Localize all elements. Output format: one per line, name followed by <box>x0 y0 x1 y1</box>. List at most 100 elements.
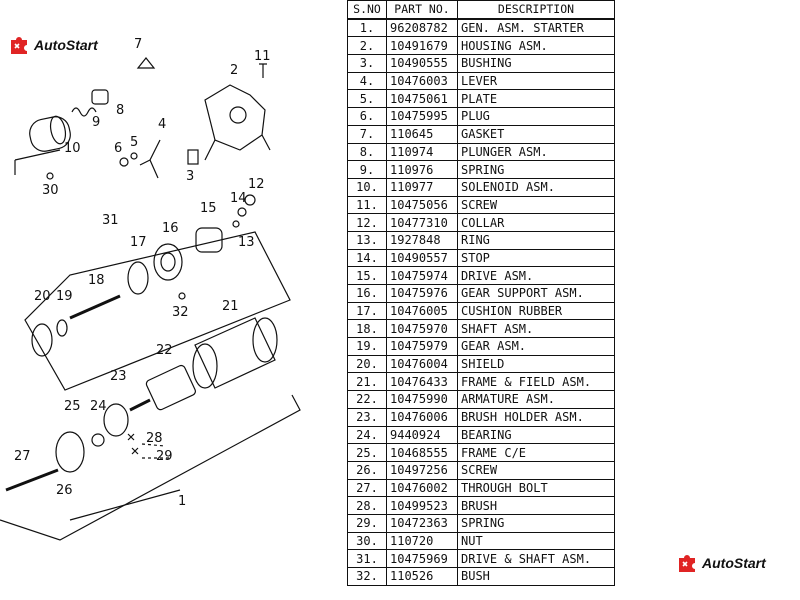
cell-description: STOP <box>457 248 615 268</box>
cell-part-no: 10490557 <box>386 248 458 268</box>
cell-part-no: 110720 <box>386 531 458 551</box>
cell-part-no: 10472363 <box>386 513 458 533</box>
brand-name: AutoStart <box>34 37 98 53</box>
cell-description: BRUSH <box>457 496 615 515</box>
callout-21: 21 <box>222 299 239 314</box>
callout-6: 6 <box>114 141 122 156</box>
table-header-row: S.NO PART NO. DESCRIPTION <box>347 0 615 20</box>
cell-sno: 6. <box>347 107 387 126</box>
cell-description: SCREW <box>457 460 615 480</box>
callout-30: 30 <box>42 183 59 198</box>
cell-part-no: 10475995 <box>386 107 458 126</box>
callout-8: 8 <box>116 103 124 118</box>
callout-29: 29 <box>156 449 173 464</box>
cell-description: FRAME & FIELD ASM. <box>457 372 615 392</box>
cell-sno: 22. <box>347 390 387 409</box>
cell-part-no: 10476003 <box>386 71 458 91</box>
header-part-no: PART NO. <box>386 0 458 20</box>
callout-27: 27 <box>14 449 31 464</box>
cell-part-no: 10475979 <box>386 337 458 356</box>
callout-20: 20 <box>34 289 51 304</box>
cell-sno: 28. <box>347 496 387 515</box>
cell-description: LEVER <box>457 71 615 91</box>
cell-sno: 5. <box>347 89 387 109</box>
puzzle-logo-icon <box>679 555 695 572</box>
callout-24: 24 <box>90 399 107 414</box>
brand-logo-bottom: AutoStart <box>676 552 766 574</box>
cell-part-no: 10475970 <box>386 319 458 339</box>
cell-part-no: 10468555 <box>386 443 458 462</box>
cell-sno: 14. <box>347 248 387 268</box>
cell-sno: 17. <box>347 301 387 321</box>
cell-description: SCREW <box>457 195 615 215</box>
cell-sno: 29. <box>347 513 387 533</box>
cell-description: HOUSING ASM. <box>457 36 615 56</box>
cell-part-no: 10475974 <box>386 266 458 285</box>
cell-description: ARMATURE ASM. <box>457 390 615 409</box>
callout-16: 16 <box>162 221 179 236</box>
cell-sno: 4. <box>347 71 387 91</box>
cell-sno: 18. <box>347 319 387 339</box>
cell-part-no: 10477310 <box>386 213 458 232</box>
cell-sno: 8. <box>347 142 387 162</box>
cell-part-no: 110974 <box>386 142 458 162</box>
exploded-parts-diagram: 1 2 3 4 5 6 7 8 9 10 11 12 13 14 15 16 1… <box>0 37 301 541</box>
cell-sno: 1. <box>347 18 387 38</box>
cell-description: SPRING <box>457 513 615 533</box>
cell-part-no: 10475990 <box>386 390 458 409</box>
cell-part-no: 10476004 <box>386 354 458 374</box>
cell-part-no: 110645 <box>386 124 458 144</box>
cell-description: SOLENOID ASM. <box>457 177 615 197</box>
cell-part-no: 10499523 <box>386 496 458 515</box>
cell-sno: 2. <box>347 36 387 56</box>
cell-description: FRAME C/E <box>457 443 615 462</box>
callout-19: 19 <box>56 289 73 304</box>
callout-32: 32 <box>172 305 189 320</box>
callout-28: 28 <box>146 431 163 446</box>
cell-description: BUSH <box>457 567 615 586</box>
callout-4: 4 <box>158 117 166 132</box>
callout-1: 1 <box>178 494 186 509</box>
cell-sno: 3. <box>347 54 387 73</box>
cell-sno: 12. <box>347 213 387 232</box>
cell-description: GASKET <box>457 124 615 144</box>
cell-part-no: 110977 <box>386 177 458 197</box>
cell-part-no: 10475056 <box>386 195 458 215</box>
cell-description: PLATE <box>457 89 615 109</box>
callout-18: 18 <box>88 273 105 288</box>
cell-sno: 21. <box>347 372 387 392</box>
cell-description: DRIVE ASM. <box>457 266 615 285</box>
callout-2: 2 <box>230 63 238 78</box>
cell-part-no: 10476005 <box>386 301 458 321</box>
cell-description: CUSHION RUBBER <box>457 301 615 321</box>
cell-description: BRUSH HOLDER ASM. <box>457 407 615 427</box>
cell-part-no: 10490555 <box>386 54 458 73</box>
cell-sno: 26. <box>347 460 387 480</box>
cell-description: SPRING <box>457 160 615 179</box>
cell-part-no: 10476006 <box>386 407 458 427</box>
cell-sno: 7. <box>347 124 387 144</box>
callout-23: 23 <box>110 369 127 384</box>
